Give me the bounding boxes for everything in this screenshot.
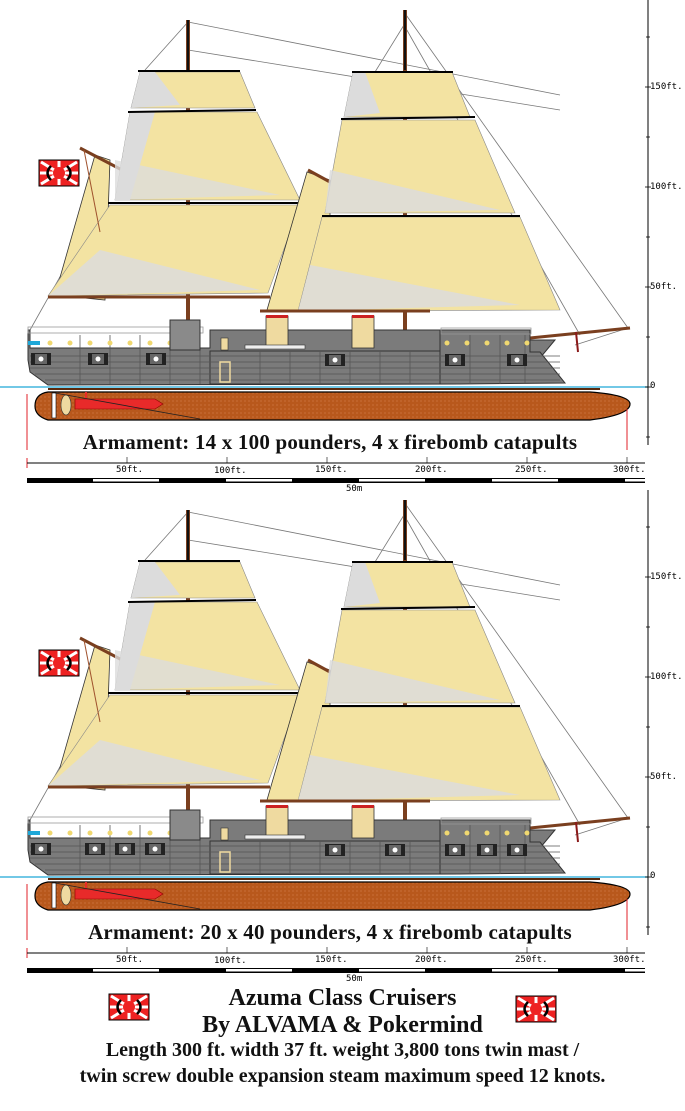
cannon-icon xyxy=(145,843,165,855)
hscale-label-300: 300ft. xyxy=(613,955,646,965)
hscale-label-150: 150ft. xyxy=(315,955,348,965)
vscale-label-150: 150ft. xyxy=(650,82,683,92)
cannon-icon xyxy=(325,844,345,856)
hscale-label-100: 100ft. xyxy=(214,466,247,476)
cannon-icon xyxy=(507,354,527,366)
hscale-label-100: 100ft. xyxy=(214,956,247,966)
cannon-icon xyxy=(445,354,465,366)
vscale-label-0: 0 xyxy=(650,871,656,881)
ship-profile-panel-1: Armament: 14 x 100 pounders, 4 x firebom… xyxy=(0,0,685,494)
hscale-label-250: 250ft. xyxy=(515,955,548,965)
cannon-icon xyxy=(477,844,497,856)
armament-label-2: Armament: 20 x 40 pounders, 4 x firebomb… xyxy=(88,920,572,944)
hscale-label-200: 200ft. xyxy=(415,465,448,475)
footer-credits: Azuma Class Cruisers By ALVAMA & Pokermi… xyxy=(0,985,685,1111)
cannon-icon xyxy=(88,353,108,365)
vscale-label-0: 0 xyxy=(650,381,656,391)
ship-2-guns xyxy=(31,843,527,856)
vscale-label-50: 50ft. xyxy=(650,772,678,782)
vscale-label-100: 100ft. xyxy=(650,182,683,192)
hscale-label-200: 200ft. xyxy=(415,955,448,965)
cannon-icon xyxy=(385,844,405,856)
vscale-label-50: 50ft. xyxy=(650,282,678,292)
specs-line-2: twin screw double expansion steam maximu… xyxy=(79,1065,606,1087)
ship-profile-panel-2: Armament: 20 x 40 pounders, 4 x firebomb… xyxy=(0,490,685,984)
metric-scale-label: 50m xyxy=(346,974,363,984)
cannon-icon xyxy=(115,843,135,855)
cannon-icon xyxy=(445,844,465,856)
page-title: Azuma Class Cruisers xyxy=(228,985,457,1011)
hscale-label-300: 300ft. xyxy=(613,465,646,475)
cannon-icon xyxy=(507,844,527,856)
cannon-icon xyxy=(325,354,345,366)
hscale-label-50: 50ft. xyxy=(116,955,144,965)
vscale-label-100: 100ft. xyxy=(650,672,683,682)
cannon-icon xyxy=(85,843,105,855)
cannon-icon xyxy=(146,353,166,365)
cannon-icon xyxy=(31,843,51,855)
cannon-icon xyxy=(31,353,51,365)
ship-1-guns xyxy=(31,353,527,366)
metric-scale-label: 50m xyxy=(346,484,363,494)
vscale-label-150: 150ft. xyxy=(650,572,683,582)
specs-line-1: Length 300 ft. width 37 ft. weight 3,800… xyxy=(105,1039,580,1061)
armament-label-1: Armament: 14 x 100 pounders, 4 x firebom… xyxy=(82,430,578,454)
hscale-label-250: 250ft. xyxy=(515,465,548,475)
hscale-label-50: 50ft. xyxy=(116,465,144,475)
credit-line: By ALVAMA & Pokermind xyxy=(202,1012,483,1038)
hscale-label-150: 150ft. xyxy=(315,465,348,475)
